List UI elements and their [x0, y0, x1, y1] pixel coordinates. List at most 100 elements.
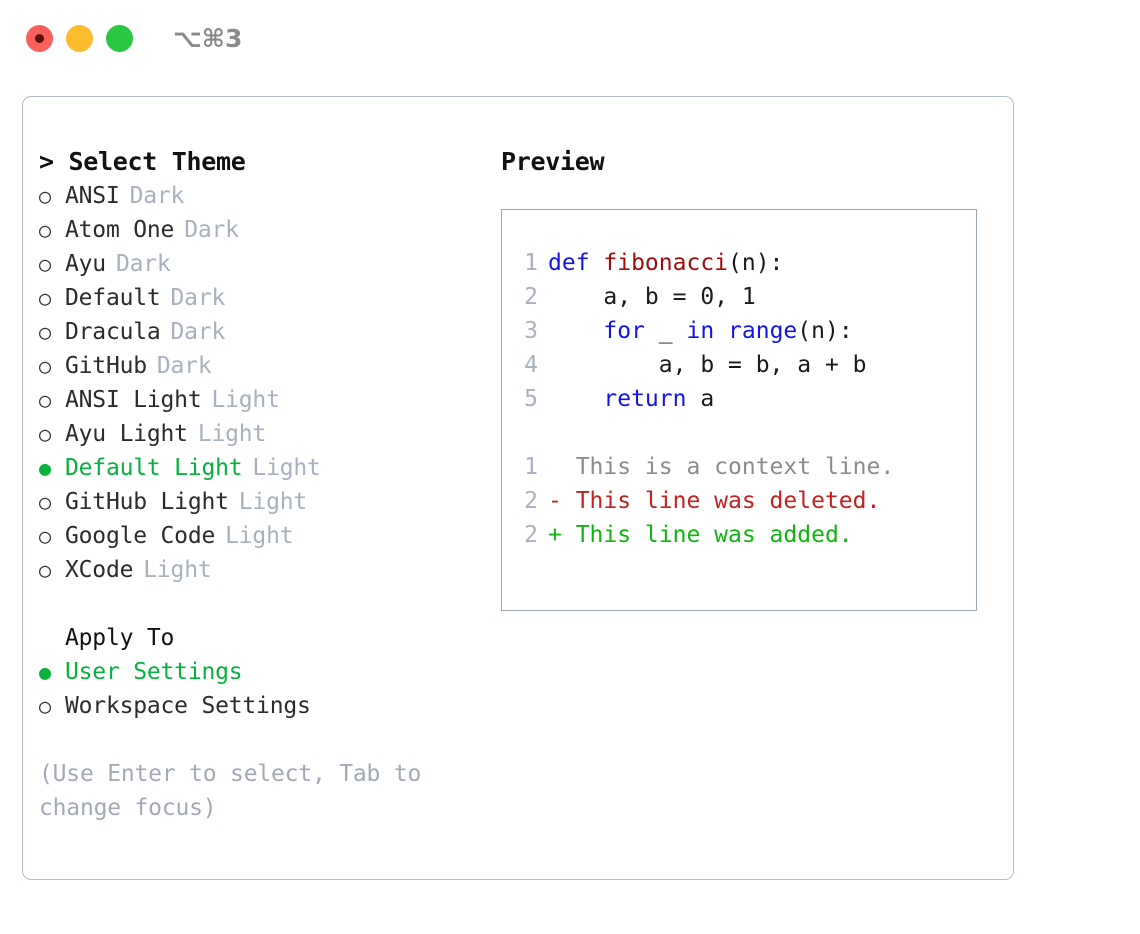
apply-to-item-label: User Settings	[65, 659, 243, 685]
diff-line-number: 1	[524, 454, 538, 480]
diff-line-text: + This line was added.	[548, 522, 853, 548]
code-line-text: a, b = b, a + b	[548, 348, 867, 382]
code-token-kw: def	[548, 250, 604, 276]
theme-item-label: ANSI Light	[65, 387, 202, 413]
code-line-text: for _ in range(n):	[548, 314, 853, 348]
preview-heading: Preview	[501, 147, 605, 176]
diff-sample: 1 This is a context line. 2 - This line wa…	[502, 450, 976, 552]
diff-line-add: 2 + This line was added.	[502, 518, 976, 552]
code-line: 2 a, b = 0, 1	[502, 280, 976, 314]
code-line-text: return a	[548, 382, 714, 416]
code-token-plain: (n):	[728, 250, 784, 276]
theme-item-ayu[interactable]: ○ Ayu Dark	[39, 247, 489, 281]
theme-item-ansi[interactable]: ○ ANSI Dark	[39, 179, 489, 213]
code-line-number: 5	[524, 386, 538, 412]
theme-item-tag: Light	[238, 489, 308, 515]
code-token-plain	[548, 318, 603, 344]
code-line-text: def fibonacci(n):	[548, 246, 783, 280]
apply-to-heading: Apply To	[65, 625, 175, 651]
theme-item-dracula[interactable]: ○ Dracula Dark	[39, 315, 489, 349]
code-line-number: 1	[524, 250, 538, 276]
radio-unselected-icon: ○	[39, 490, 51, 514]
diff-line-number: 2	[524, 488, 538, 514]
theme-item-label: ANSI	[65, 183, 120, 209]
radio-unselected-icon: ○	[39, 218, 51, 242]
code-line-number: 3	[524, 318, 538, 344]
theme-item-label: Atom One	[65, 217, 175, 243]
code-line: 5 return a	[502, 382, 976, 416]
select-theme-heading: > Select Theme	[39, 147, 246, 176]
code-token-plain: (n):	[797, 318, 853, 344]
code-line-number: 2	[524, 284, 538, 310]
code-token-plain: _	[644, 318, 687, 344]
radio-unselected-icon: ○	[39, 694, 51, 718]
apply-to-item-user-settings[interactable]: ●User Settings	[39, 655, 489, 689]
theme-item-tag: Light	[225, 523, 294, 549]
radio-selected-icon: ●	[39, 456, 51, 480]
code-token-plain	[548, 386, 603, 412]
code-line: 1 def fibonacci(n):	[502, 246, 976, 280]
code-token-kw: return	[603, 386, 687, 412]
theme-item-ayu-light[interactable]: ○ Ayu Light Light	[39, 417, 489, 451]
theme-item-label: Google Code	[65, 523, 216, 549]
radio-unselected-icon: ○	[39, 388, 51, 412]
code-diff-spacer	[502, 416, 976, 450]
theme-item-tag: Dark	[115, 251, 171, 277]
theme-item-tag: Dark	[156, 353, 212, 379]
close-button[interactable]	[26, 24, 53, 52]
radio-unselected-icon: ○	[39, 184, 51, 208]
code-line: 3 for _ in range(n):	[502, 314, 976, 348]
diff-line-text: - This line was deleted.	[548, 488, 881, 514]
code-line-number: 4	[524, 352, 538, 378]
theme-item-tag: Light	[143, 557, 212, 583]
radio-unselected-icon: ○	[39, 524, 51, 548]
apply-to-list: ●User Settings○Workspace Settings	[39, 655, 489, 723]
section-spacer	[39, 587, 489, 621]
theme-item-label: Ayu	[65, 251, 106, 277]
apply-to-item-workspace-settings[interactable]: ○Workspace Settings	[39, 689, 489, 723]
theme-item-label: XCode	[65, 557, 134, 583]
radio-unselected-icon: ○	[39, 252, 51, 276]
code-token-plain: a, b = 0, 1	[548, 284, 756, 310]
title-bar: ⌥⌘3	[0, 0, 1140, 76]
keyboard-hint-text: (Use Enter to select, Tab to change focu…	[39, 761, 422, 821]
diff-line-number: 2	[524, 522, 538, 548]
theme-item-ansi-light[interactable]: ○ ANSI Light Light	[39, 383, 489, 417]
maximize-button[interactable]	[106, 24, 133, 52]
code-line-text: a, b = 0, 1	[548, 280, 756, 314]
theme-item-label: Dracula	[65, 319, 161, 345]
theme-item-label: GitHub	[65, 353, 147, 379]
diff-line-text: This is a context line.	[548, 454, 895, 480]
theme-item-default-light[interactable]: ● Default Light Light	[39, 451, 489, 485]
code-token-kw: for	[603, 318, 645, 344]
code-token-kw: range	[728, 318, 798, 344]
radio-unselected-icon: ○	[39, 320, 51, 344]
code-token-kw: in	[686, 318, 715, 344]
radio-unselected-icon: ○	[39, 286, 51, 310]
radio-unselected-icon: ○	[39, 422, 51, 446]
minimize-button[interactable]	[66, 24, 93, 52]
theme-item-atom-one[interactable]: ○ Atom One Dark	[39, 213, 489, 247]
theme-item-tag: Dark	[129, 183, 185, 209]
theme-item-tag: Dark	[170, 319, 226, 345]
diff-line-ctx: 1 This is a context line.	[502, 450, 976, 484]
theme-item-google-code[interactable]: ○ Google Code Light	[39, 519, 489, 553]
theme-item-tag: Light	[252, 455, 321, 481]
theme-item-label: Default Light	[65, 455, 243, 481]
theme-item-tag: Light	[197, 421, 267, 447]
theme-item-tag: Dark	[184, 217, 239, 243]
diff-line-del: 2 - This line was deleted.	[502, 484, 976, 518]
theme-item-tag: Light	[211, 387, 280, 413]
theme-item-label: Default	[65, 285, 161, 311]
theme-item-label: Ayu Light	[65, 421, 188, 447]
